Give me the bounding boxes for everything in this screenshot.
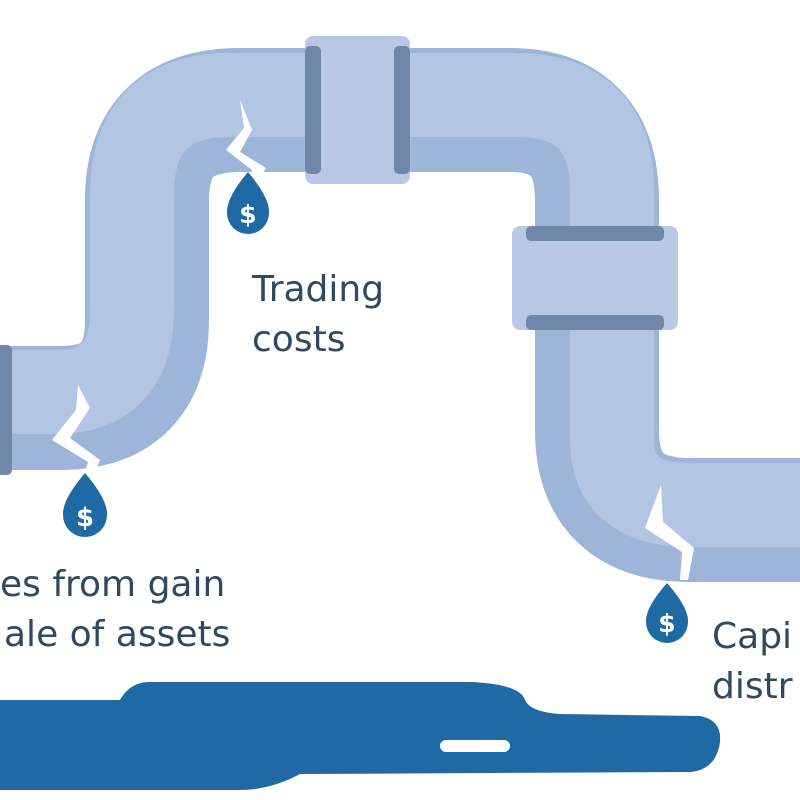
- label-line: ale of assets: [4, 614, 231, 655]
- right-coupling: [512, 226, 678, 330]
- label-line: distr: [712, 666, 793, 707]
- dollar-drop-icon: $: [62, 473, 108, 537]
- label-line: Capi: [712, 616, 793, 657]
- label-line: costs: [252, 319, 346, 360]
- taxes-label: es from gain ale of assets: [0, 560, 230, 660]
- trading-costs-label: Trading costs: [252, 265, 384, 365]
- capital-distributions-label: Capi distr: [712, 612, 793, 712]
- dollar-drop-icon: $: [645, 583, 689, 643]
- label-line: es from gain: [0, 564, 226, 605]
- label-line: Trading: [252, 269, 385, 310]
- puddle: [0, 682, 721, 790]
- svg-text:$: $: [658, 609, 675, 638]
- svg-text:$: $: [239, 200, 256, 229]
- svg-text:$: $: [76, 503, 94, 533]
- crack-icon: [52, 100, 694, 580]
- dollar-drop-icon: $: [226, 172, 270, 234]
- top-coupling: [305, 36, 410, 184]
- left-coupling: [0, 345, 12, 475]
